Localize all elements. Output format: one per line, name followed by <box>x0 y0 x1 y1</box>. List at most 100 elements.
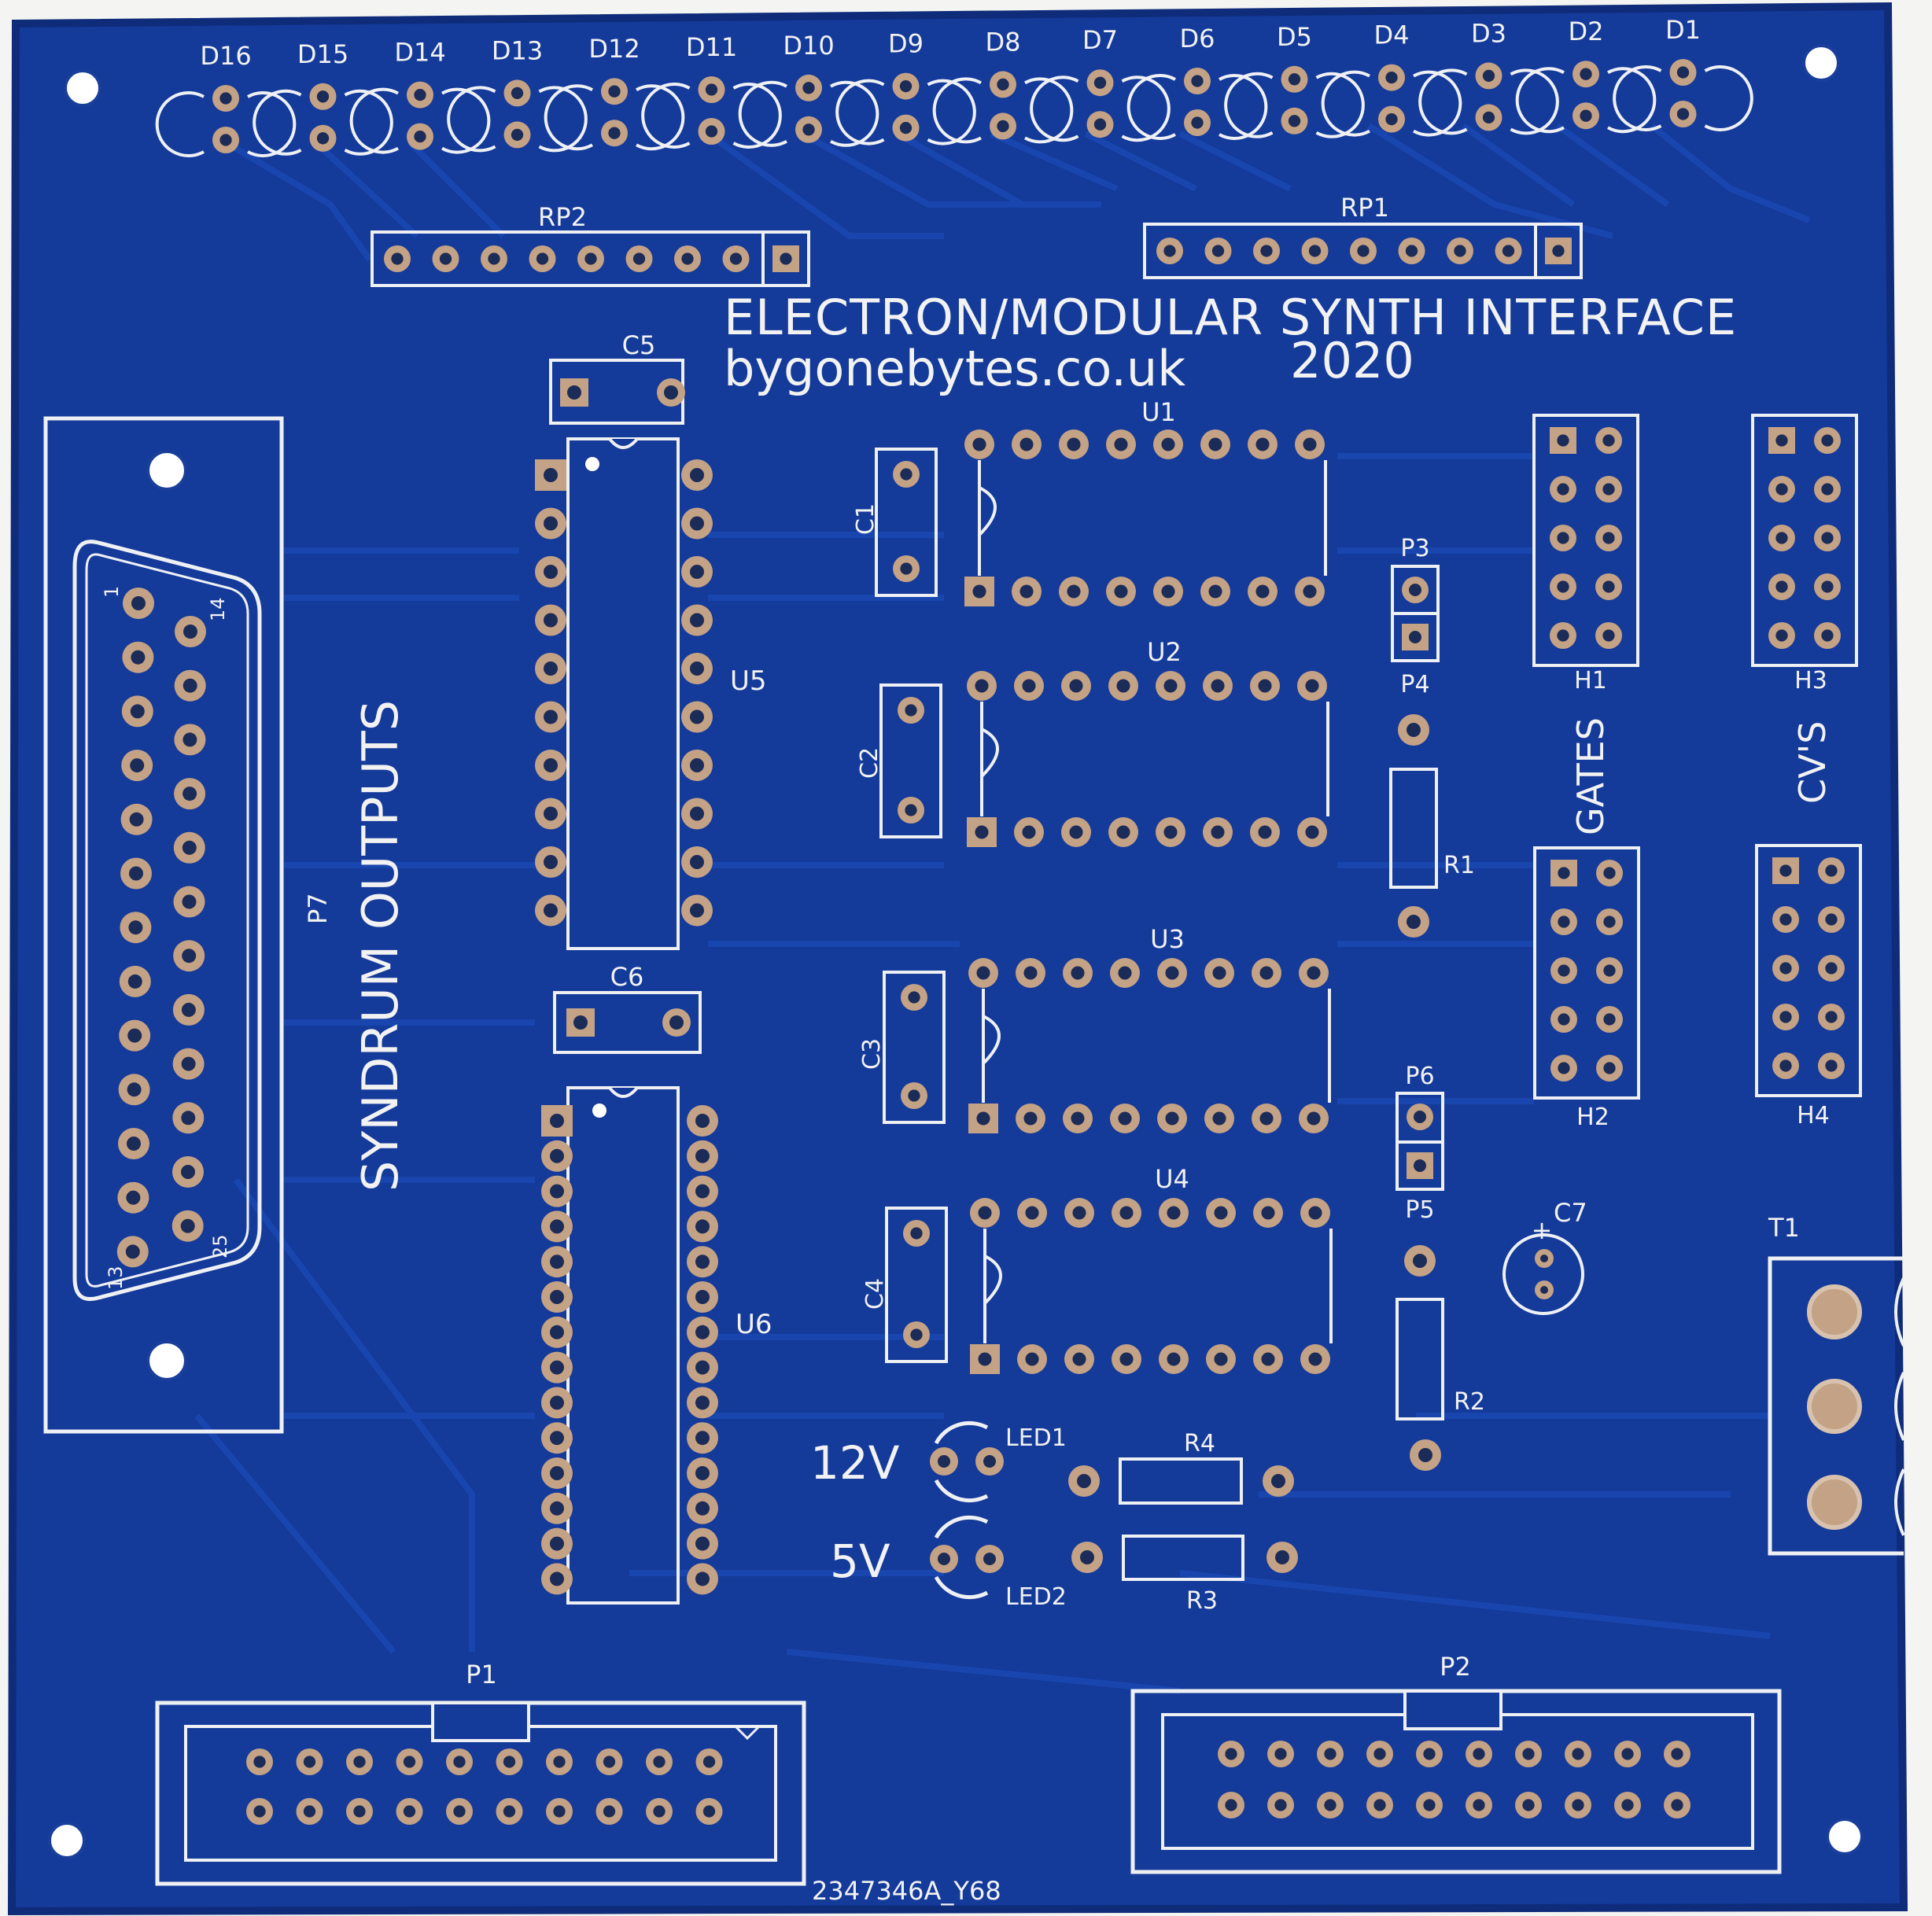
header-pad <box>1818 857 1845 884</box>
idc-header-p1: P1 <box>155 1660 806 1886</box>
mounting-hole-tr <box>1802 44 1840 82</box>
socket-pad <box>1156 817 1185 847</box>
capacitor-c1 <box>875 448 938 597</box>
socket-pad <box>1157 958 1187 988</box>
header-pad <box>1818 1004 1845 1030</box>
socket-pad <box>1204 1104 1234 1133</box>
led-d15: D15 <box>253 39 393 156</box>
led-pad <box>1086 111 1114 138</box>
rp1-pad <box>1495 238 1522 264</box>
header-pad <box>1550 860 1577 886</box>
rp1-pad <box>1301 238 1329 264</box>
socket-pad <box>1014 671 1044 701</box>
p2-pad <box>1664 1741 1690 1767</box>
p2-pad <box>1664 1792 1690 1818</box>
socket-pad <box>964 429 994 459</box>
led-pad <box>601 120 628 147</box>
rp1-pad <box>1350 238 1377 264</box>
led-pad <box>212 85 239 112</box>
resistor-r2: R2 <box>1396 1245 1485 1471</box>
u6-pad <box>687 1527 718 1560</box>
header-pad <box>1768 427 1795 454</box>
capacitor-c5: C5 <box>549 330 685 425</box>
socket-pad <box>1017 1198 1047 1228</box>
socket-pad <box>1017 1344 1047 1374</box>
header-pad <box>1768 573 1795 600</box>
socket-pad <box>1108 817 1138 847</box>
u5-pad <box>681 894 713 927</box>
mounting-hole-br <box>1826 1818 1864 1855</box>
header-pad <box>1595 622 1622 649</box>
u6-pad <box>541 1387 573 1419</box>
socket-pad <box>1295 577 1325 606</box>
socket-pad <box>1297 671 1327 701</box>
led-label: D2 <box>1569 17 1604 46</box>
header-pad <box>1596 908 1623 935</box>
led-pad <box>1184 68 1211 94</box>
header-h3 <box>1751 414 1858 667</box>
board-title: ELECTRON/MODULAR SYNTH INTERFACE <box>724 289 1737 346</box>
header-pad <box>1768 476 1795 503</box>
u6-pad <box>687 1351 718 1384</box>
u6-pad <box>687 1210 718 1243</box>
socket-pad <box>1299 1104 1329 1133</box>
led-pad <box>1378 105 1405 133</box>
syndrum-outputs-label: SYNDRUM OUTPUTS <box>352 700 409 1192</box>
socket-pad <box>1063 958 1093 988</box>
header-pad <box>1595 525 1622 551</box>
rp1-pad <box>1398 238 1425 264</box>
u6-pad <box>541 1281 573 1313</box>
p2-pad <box>1565 1792 1591 1818</box>
led-pad <box>892 72 920 100</box>
socket-pad <box>1300 1198 1330 1228</box>
p2-pad <box>1366 1741 1393 1767</box>
c7-label: C7 <box>1554 1198 1587 1228</box>
resistor-pack-rp2: RP2 <box>371 202 810 287</box>
db25-pad <box>173 886 205 918</box>
pcb-substrate-shade <box>7 2 1908 1916</box>
led-d5: D5 <box>1224 22 1365 138</box>
cap-pad <box>901 984 927 1011</box>
socket-pad <box>1200 577 1230 606</box>
idc-header-p2: P2 <box>1130 1652 1782 1874</box>
header-pad <box>1550 525 1576 551</box>
socket-pad <box>1204 958 1234 988</box>
led-label: D3 <box>1471 18 1506 48</box>
socket-pad <box>1157 1104 1187 1133</box>
p1-label: P1 <box>466 1660 497 1689</box>
led-pad <box>1669 59 1697 86</box>
u5-pad <box>535 701 566 733</box>
cap-pad <box>903 1321 930 1348</box>
u5-pad <box>535 798 566 830</box>
u5-pad <box>535 556 566 588</box>
socket-pad <box>1252 958 1281 988</box>
header-pad <box>1814 476 1841 503</box>
db25-pad <box>121 750 153 782</box>
p1-pad <box>246 1748 273 1775</box>
led-label: D16 <box>200 41 251 71</box>
db25-pad <box>117 1181 149 1214</box>
c3-label: C3 <box>858 1038 886 1070</box>
led-d1: D1 <box>1613 15 1753 131</box>
socket-pad <box>1159 1198 1189 1228</box>
u6-pads <box>541 1105 718 1595</box>
rp2-pad <box>674 245 701 272</box>
pin-headers <box>1532 414 1862 1100</box>
p1-pad <box>496 1798 523 1825</box>
rp2-pad <box>577 245 604 272</box>
led-label: D8 <box>986 27 1021 57</box>
header-pad <box>1772 857 1799 884</box>
mounting-hole-tl <box>64 69 101 107</box>
jumper-p3-p4: P3 P4 <box>1391 535 1440 698</box>
led-d14: D14 <box>349 38 491 154</box>
db25-pad <box>116 1236 149 1268</box>
p7-label: P7 <box>303 893 333 924</box>
socket-pad <box>1014 817 1044 847</box>
capacitor-c6: C6 <box>553 962 702 1054</box>
db25-pin-13-label: 13 <box>105 1266 127 1290</box>
db25-pad <box>119 965 151 997</box>
board-year: 2020 <box>1290 332 1414 389</box>
db25-pad <box>123 588 154 619</box>
header-pad <box>1596 1055 1623 1081</box>
socket-pad <box>1059 429 1089 459</box>
